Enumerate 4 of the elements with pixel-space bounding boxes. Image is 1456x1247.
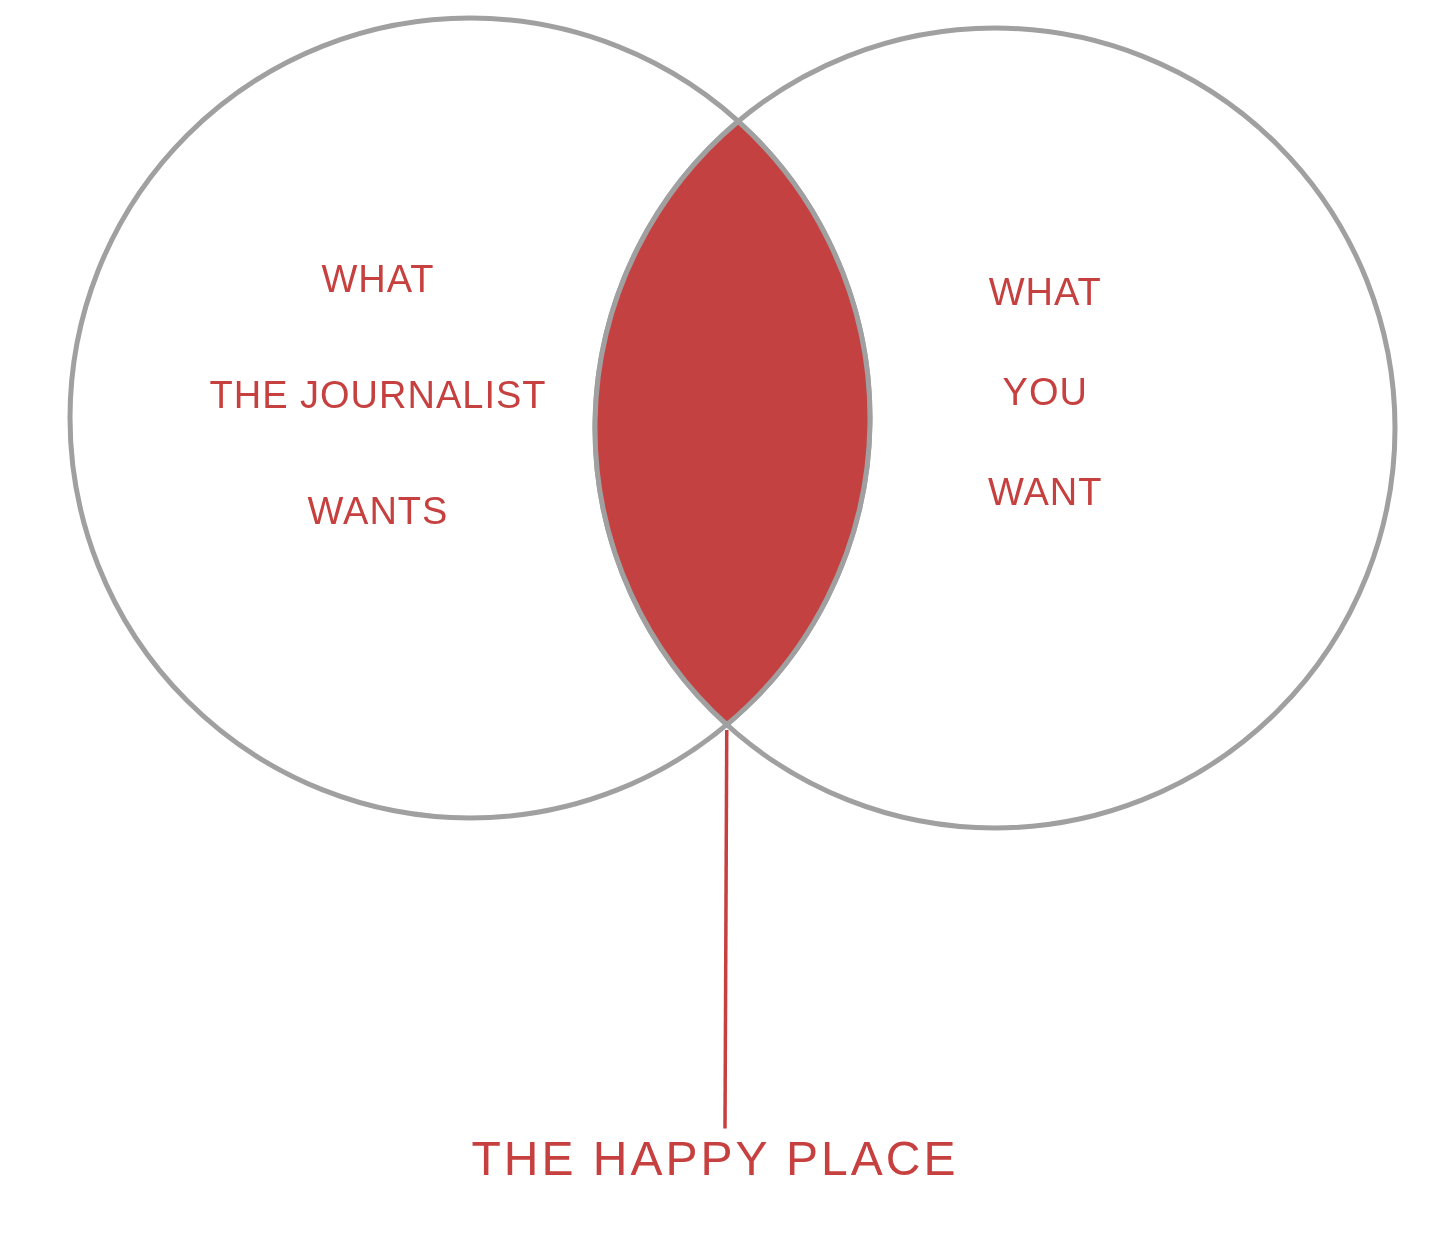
callout-text: THE HAPPY PLACE (471, 1130, 959, 1186)
circle-label: WHAT THE JOURNALIST WANTS (209, 257, 547, 534)
circle-label: WHAT YOU WANT (988, 270, 1103, 515)
overlap-region (592, 118, 873, 728)
